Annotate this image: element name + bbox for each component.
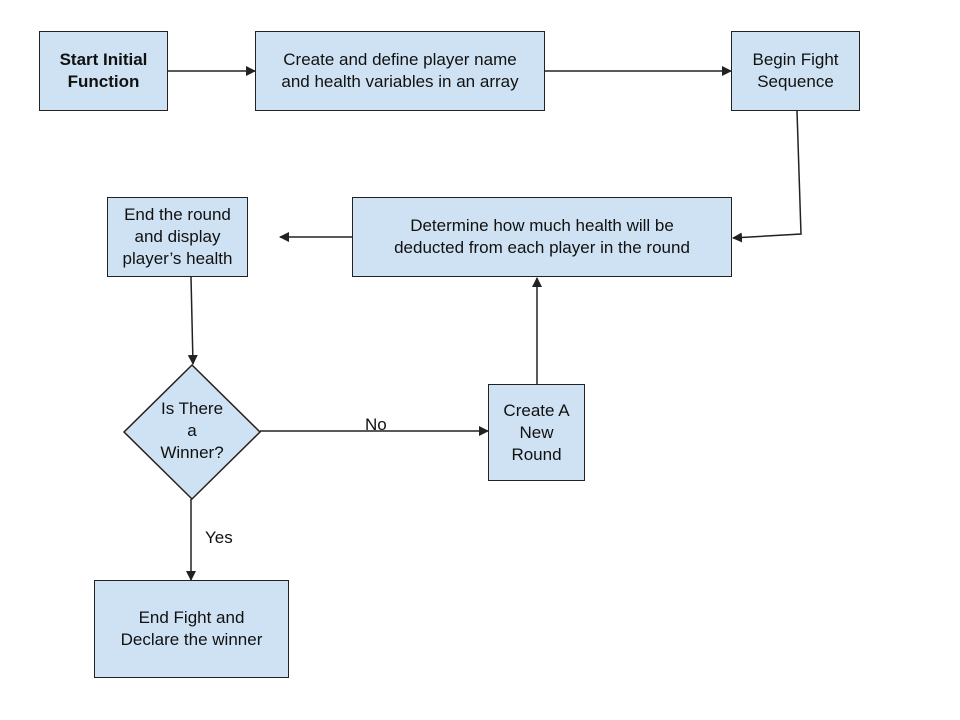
- begin-fight-label: Begin Fight Sequence: [752, 50, 839, 91]
- create-new-round-node: Create A New Round: [488, 384, 585, 481]
- edge-begin-to-determine: [732, 110, 802, 243]
- determine-health-deduction-node: Determine how much health will be deduct…: [352, 197, 732, 277]
- start-node-label: Start Initial Function: [59, 50, 148, 91]
- new-round-label: Create A New Round: [503, 400, 570, 464]
- end-round-label: End the round and display player’s healt…: [122, 205, 233, 268]
- no-branch-label: No: [365, 415, 387, 434]
- edge-endround-to-decision: [187, 276, 198, 365]
- end-fight-declare-winner-node: End Fight and Declare the winner: [94, 580, 289, 678]
- create-variables-label: Create and define player name and health…: [281, 50, 519, 91]
- create-variables-node: Create and define player name and health…: [255, 31, 545, 111]
- winner-question-text: Is There a Winner?: [134, 396, 250, 466]
- winner-question-label: Is There a Winner?: [160, 399, 224, 462]
- determine-health-label: Determine how much health will be deduct…: [394, 216, 690, 257]
- winner-decision-diamond: [122, 363, 262, 501]
- begin-fight-sequence-node: Begin Fight Sequence: [731, 31, 860, 111]
- end-round-display-health-node: End the round and display player’s healt…: [107, 197, 248, 277]
- start-initial-function-node: Start Initial Function: [39, 31, 168, 111]
- end-fight-label: End Fight and Declare the winner: [120, 608, 263, 649]
- yes-branch-label: Yes: [205, 528, 233, 547]
